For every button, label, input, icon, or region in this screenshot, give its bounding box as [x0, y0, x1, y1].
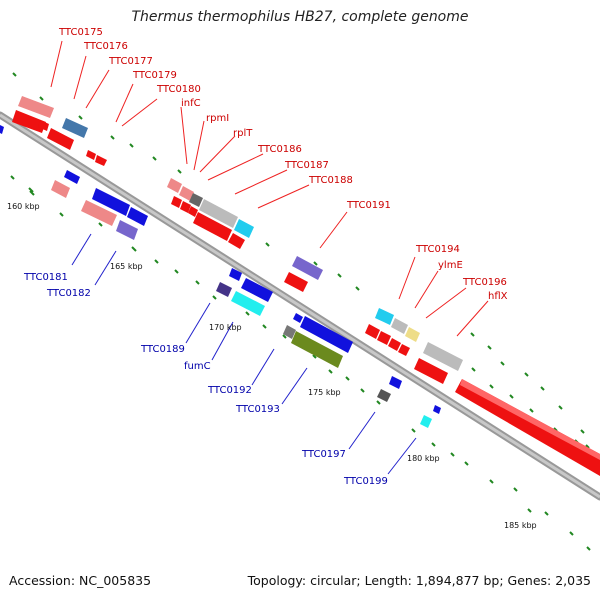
summary-text: Topology: circular; Length: 1,894,877 bp… — [247, 573, 591, 588]
gene-block-ttc0194-cyan — [375, 308, 394, 325]
gene-block-red-set-4 — [398, 344, 410, 356]
gene-block-long-red-hi — [460, 379, 600, 460]
accession-text: Accession: NC_005835 — [9, 573, 152, 588]
leader-lines-reverse — [71, 233, 417, 475]
gene-label-ylme[interactable]: ylmE — [438, 260, 463, 271]
gene-label-ttc0199[interactable]: TTC0199 — [343, 476, 388, 487]
scale-label-170: 170 kbp — [209, 323, 242, 332]
genome-backbone — [0, 111, 600, 501]
forward-gene-labels: TTC0175 TTC0176 TTC0177 TTC0179 TTC0180 … — [58, 27, 508, 302]
gene-label-rplt[interactable]: rplT — [233, 128, 253, 139]
gene-label-infc[interactable]: infC — [181, 98, 201, 109]
gene-label-ttc0182[interactable]: TTC0182 — [46, 288, 91, 299]
gene-block-ttc0177a — [12, 110, 46, 133]
gene-block-ttc0199-cyan — [420, 415, 432, 428]
gene-block-infc-pink-1 — [167, 178, 182, 193]
gene-block-blue-long — [241, 278, 273, 302]
gene-label-ttc0197[interactable]: TTC0197 — [301, 449, 346, 460]
scale-label-185: 185 kbp — [504, 521, 537, 530]
gene-block-ylme-grey — [391, 318, 408, 334]
gene-block-ttc0181-blue — [64, 170, 80, 184]
gene-block-small-3 — [38, 120, 49, 131]
gene-label-ttc0181[interactable]: TTC0181 — [23, 272, 68, 283]
gene-block-red-arrow — [228, 233, 245, 249]
gene-block-long-red — [455, 379, 600, 476]
gene-block-blue-b — [127, 207, 148, 226]
gene-block-red-set-2 — [377, 331, 391, 345]
gene-label-ttc0193[interactable]: TTC0193 — [235, 404, 280, 415]
gene-block-red-long — [193, 212, 232, 241]
gene-label-hflx[interactable]: hflX — [488, 291, 508, 302]
gene-block-blue-arrow-small — [293, 313, 303, 323]
gene-block-hflx-grey — [423, 342, 463, 371]
gene-block-left-blue — [0, 125, 4, 134]
gene-features — [0, 96, 600, 476]
gene-block-ttc0196-yellow — [405, 327, 420, 342]
gene-block-ttc0192-blue — [300, 316, 353, 353]
gene-label-ttc0180[interactable]: TTC0180 — [156, 84, 201, 95]
gene-block-ttc0199-blue — [433, 405, 441, 414]
gene-label-ttc0175[interactable]: TTC0175 — [58, 27, 103, 38]
gene-block-ttc0189-blue-top — [229, 268, 242, 281]
gene-block-ttc0176 — [62, 118, 88, 138]
gene-block-small-2 — [95, 155, 107, 166]
gene-block-red-small-2 — [180, 201, 191, 213]
gene-label-ttc0196[interactable]: TTC0196 — [462, 277, 507, 288]
gene-label-ttc0187[interactable]: TTC0187 — [284, 160, 329, 171]
gene-block-fumc-cyan — [231, 291, 265, 316]
gene-block-infc-pink-2 — [179, 186, 194, 201]
gene-block-red-set-3 — [388, 338, 401, 351]
gene-block-ttc0189-purple — [216, 282, 232, 297]
gene-block-hflx-red — [414, 358, 448, 384]
map-title: Thermus thermophilus HB27, complete geno… — [131, 9, 469, 25]
gene-block-ttc0181-pink — [51, 180, 70, 198]
scale-label-175: 175 kbp — [308, 388, 341, 397]
gene-block-ttc0182-pink — [81, 200, 117, 226]
gene-label-ttc0188[interactable]: TTC0188 — [308, 175, 353, 186]
gene-block-red-small-3 — [188, 206, 198, 217]
gene-block-ttc0192-grey — [283, 325, 296, 339]
gene-block-ttc0182-purple — [116, 220, 138, 240]
gene-label-ttc0179[interactable]: TTC0179 — [132, 70, 177, 81]
gene-block-ttc0197-grey — [377, 389, 391, 402]
gene-block-ttc0177b — [47, 128, 74, 150]
gene-block-ttc0175 — [18, 96, 54, 118]
gene-block-ttc0193-olive — [291, 331, 343, 368]
gene-label-fumc[interactable]: fumC — [184, 361, 211, 372]
reverse-gene-labels: TTC0181 TTC0182 TTC0189 fumC TTC0192 TTC… — [23, 272, 388, 487]
gene-block-ttc0188-cyan — [234, 219, 254, 238]
gene-label-rpmi[interactable]: rpmI — [206, 113, 229, 124]
leader-lines-forward — [50, 40, 489, 337]
gene-block-red-small-1 — [171, 196, 182, 208]
scale-label-180: 180 kbp — [407, 454, 440, 463]
scale-label-165: 165 kbp — [110, 262, 143, 271]
gene-label-ttc0176[interactable]: TTC0176 — [83, 41, 128, 52]
gene-block-blue-a — [92, 188, 130, 216]
gene-block-small-1 — [86, 150, 96, 160]
gene-block-ttc0186-grey — [199, 199, 238, 228]
gene-block-red-set-1 — [365, 324, 380, 339]
gene-label-ttc0191[interactable]: TTC0191 — [346, 200, 391, 211]
gene-label-ttc0177[interactable]: TTC0177 — [108, 56, 153, 67]
gene-block-grey-dark — [189, 193, 203, 207]
gene-block-ttc0197-blue — [389, 376, 402, 389]
scale-label-160: 160 kbp — [7, 202, 40, 211]
gene-label-ttc0194[interactable]: TTC0194 — [415, 244, 460, 255]
gene-block-ttc0191-purple — [292, 256, 323, 280]
scale-labels: 160 kbp 165 kbp 170 kbp 175 kbp 180 kbp … — [7, 202, 537, 530]
gene-label-ttc0192[interactable]: TTC0192 — [207, 385, 252, 396]
gene-block-ttc0191-red — [284, 272, 308, 292]
tick-marks — [10, 72, 591, 551]
gene-label-ttc0189[interactable]: TTC0189 — [140, 344, 185, 355]
gene-label-ttc0186[interactable]: TTC0186 — [257, 144, 302, 155]
